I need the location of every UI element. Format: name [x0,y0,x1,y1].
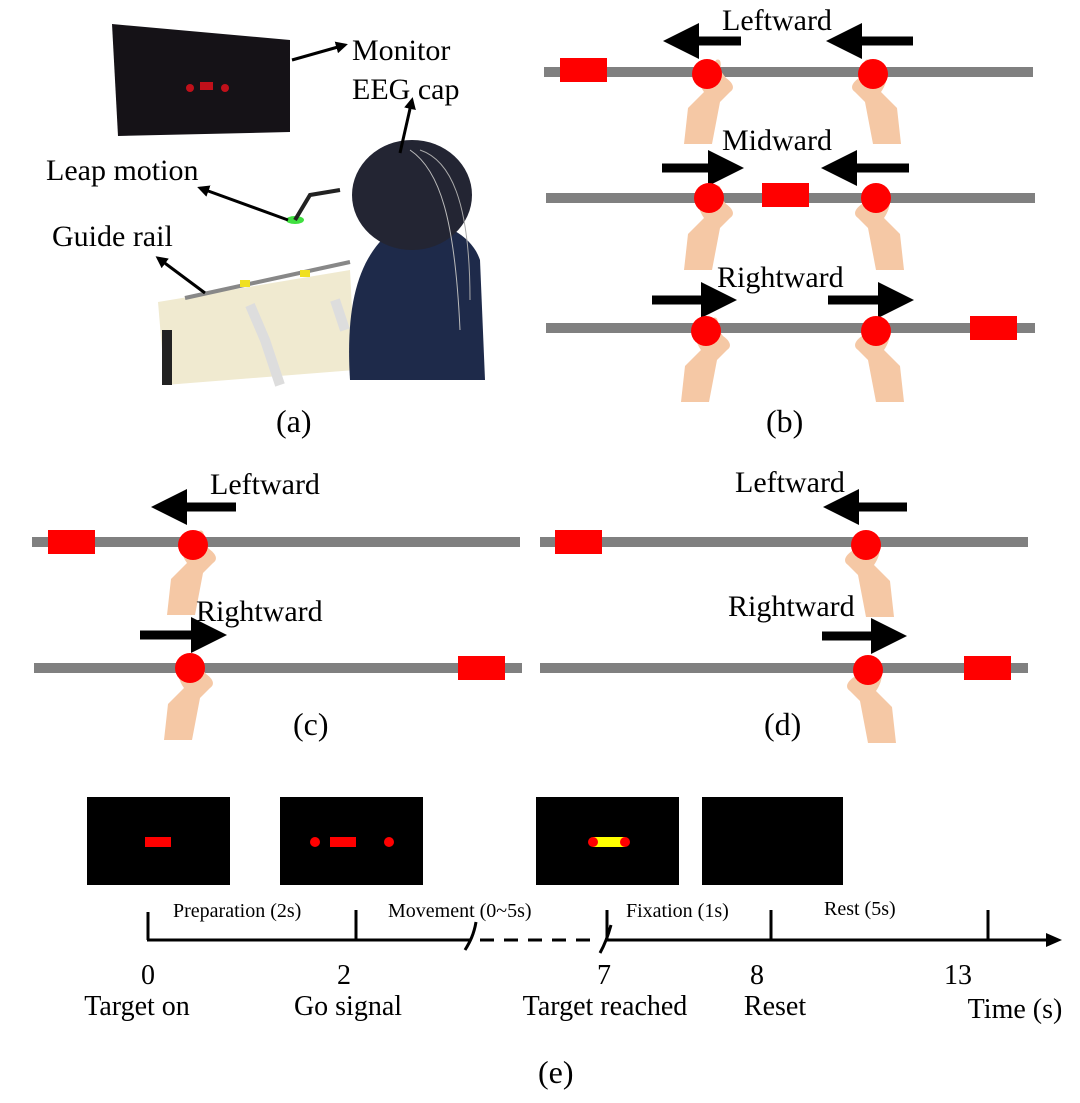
phase-label: Movement (0~5s) [388,900,532,922]
panel-c: Leftward Rightward (c) [32,468,522,742]
label-eeg-cap: EEG cap [352,73,459,106]
screen-target-on [87,797,230,885]
target-block [964,656,1011,680]
cursor-dot [384,837,394,847]
guide-rail [540,537,1028,547]
eeg-cap-pointer-arrow [398,97,416,154]
guide-rail [540,663,1028,673]
panel-d: Leftward Rightward (d) [540,466,1028,743]
caption-d: (d) [764,706,801,742]
axis-arrow-icon [1046,933,1062,947]
panel-e: Preparation (2s) Movement (0~5s) Fixatio… [84,797,1062,1090]
condition-label: Rightward [717,261,844,294]
tick-value: 2 [337,960,351,991]
event-label: Target on [84,991,190,1022]
tick-value: 13 [944,960,972,991]
time-axis-label: Time (s) [968,994,1063,1025]
cursor-dot [861,183,891,213]
cursor-dot [691,316,721,346]
tick-value: 8 [750,960,764,991]
phase-label: Preparation (2s) [173,900,301,922]
setup-photo [158,140,485,387]
event-label: Go signal [294,991,402,1022]
condition-label: Rightward [728,590,855,623]
target-block [458,656,505,680]
cursor-dot [861,316,891,346]
condition-label: Leftward [722,4,832,37]
guide-rail-pointer-arrow [155,256,206,295]
cursor-dot [858,59,888,89]
guide-rail [34,663,522,673]
cursor-dot [178,530,208,560]
phase-label: Rest (5s) [824,898,896,920]
target-block [48,530,95,554]
event-label: Target reached [523,991,688,1022]
guide-rail [546,323,1035,333]
leap-motion-pointer-arrow [197,185,289,222]
condition-label: Midward [722,124,832,157]
cursor-dot [694,183,724,213]
panel-b: Leftward Midward Rightward (b) [544,4,1035,439]
caption-e: (e) [538,1054,574,1090]
screen-reset [702,797,843,885]
label-guide-rail: Guide rail [52,220,173,253]
label-monitor: Monitor [352,34,450,67]
target-block [560,58,607,82]
panel-a: Monitor EEG cap Leap motion Guide rail (… [46,24,485,439]
caption-a: (a) [276,403,312,439]
cursor-dot [692,59,722,89]
monitor-photo [112,24,290,136]
screen-target-reached [536,797,679,885]
caption-c: (c) [293,706,329,742]
target-reached-block [593,837,625,847]
tick-value: 7 [597,960,611,991]
event-label: Reset [744,991,806,1022]
guide-rail [544,67,1033,77]
condition-label: Leftward [735,466,845,499]
cursor-dot [588,837,598,847]
label-leap-motion: Leap motion [46,154,198,187]
target-block [145,837,171,847]
condition-label: Rightward [196,595,323,628]
caption-b: (b) [766,403,803,439]
screen-go-signal [280,797,423,885]
cursor-dot [620,837,630,847]
monitor-pointer-arrow [291,41,348,62]
cursor-dot [310,837,320,847]
cursor-dot [851,530,881,560]
guide-rail [32,537,520,547]
target-block [330,837,356,847]
target-block [970,316,1017,340]
condition-label: Leftward [210,468,320,501]
target-block [762,183,809,207]
target-block [555,530,602,554]
cursor-dot [853,655,883,685]
tick-value: 0 [141,960,155,991]
cursor-dot [175,653,205,683]
phase-label: Fixation (1s) [626,900,729,922]
axis-break-icon [463,921,478,951]
